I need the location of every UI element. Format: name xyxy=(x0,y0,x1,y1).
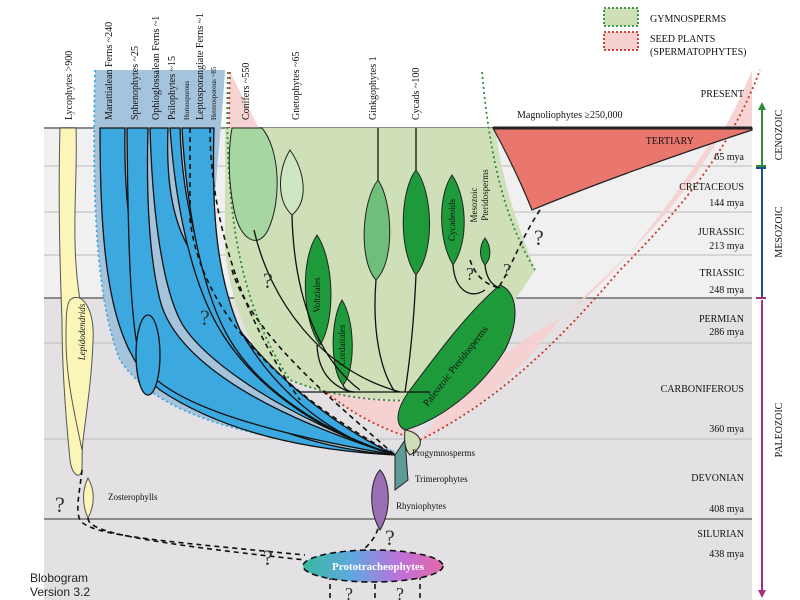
prototracheophytes-blob xyxy=(302,549,444,583)
voltziales-blob xyxy=(304,234,332,346)
lepidodendrids-blob xyxy=(65,297,94,451)
legend-seed-1: SEED PLANTS xyxy=(650,34,715,45)
question-mark: ? xyxy=(396,584,404,600)
legend: GYMNOSPERMS SEED PLANTS (SPERMATOPHYTES) xyxy=(603,7,747,58)
mya-144: 144 mya xyxy=(709,198,744,209)
question-mark: ? xyxy=(345,584,353,600)
period-carboniferous: CARBONIFEROUS xyxy=(661,384,744,395)
gymnosperm-border-left xyxy=(226,71,431,402)
uncertain-links xyxy=(77,127,541,600)
era-bars xyxy=(756,102,766,598)
label-cycads: Cycads ~100 xyxy=(411,68,422,120)
label-heterosporous: Heterosporous ~85 xyxy=(210,66,218,120)
period-triassic: TRIASSIC xyxy=(700,268,745,279)
period-silurian: SILURIAN xyxy=(697,529,744,540)
label-prototracheophytes: Prototracheophytes xyxy=(332,561,425,573)
gymnosperm-branches xyxy=(253,128,501,456)
label-progymnosperms: Progymnosperms xyxy=(412,448,475,458)
question-mark: ? xyxy=(200,305,210,330)
label-homosporous: Homosporous xyxy=(183,80,191,120)
magnoliophytes-blob xyxy=(491,127,753,211)
question-mark: ? xyxy=(503,260,511,280)
version-number: Version 3.2 xyxy=(30,585,90,599)
conifers-blob xyxy=(228,127,278,241)
label-voltziales: Voltziales xyxy=(312,277,322,313)
trimerophytes-blob xyxy=(394,438,409,492)
question-mark: ? xyxy=(466,264,474,284)
cenozoic-arrow xyxy=(758,102,766,110)
sphenophyte-bulge xyxy=(135,314,161,396)
era-labels: CENOZOIC MESOZOIC PALEOZOIC xyxy=(774,109,785,457)
mya-213: 213 mya xyxy=(709,241,744,252)
question-mark: ? xyxy=(55,492,65,517)
version-title: Blobogram xyxy=(30,571,88,585)
label-ginkgophytes: Ginkgophytes 1 xyxy=(368,56,379,120)
label-mesozoic-pterido-1: Mesozoic xyxy=(469,188,479,223)
period-labels: PRESENT TERTIARY 65 mya CRETACEOUS 144 m… xyxy=(646,89,745,560)
legend-gymnosperm-swatch xyxy=(603,7,639,27)
period-present: PRESENT xyxy=(701,89,744,100)
legend-seed-2: (SPERMATOPHYTES) xyxy=(650,47,747,58)
label-leptosporangiate: Leptosporangiate Ferns ~1 xyxy=(195,13,206,120)
question-mark: ? xyxy=(263,545,273,570)
label-sphenophytes: Sphenophytes ~25 xyxy=(130,46,141,120)
label-ophioglossalean: Ophioglossalean Ferns ~1 xyxy=(151,16,162,120)
question-mark: ? xyxy=(385,525,395,550)
question-mark: ? xyxy=(263,268,273,293)
legend-seed-swatch xyxy=(603,31,639,51)
label-trimerophytes: Trimerophytes xyxy=(415,474,468,484)
label-rhyniophytes: Rhyniophytes xyxy=(396,501,446,511)
label-gnetophytes: Gnetophytes ~65 xyxy=(291,52,302,120)
period-permian: PERMIAN xyxy=(699,314,744,325)
mya-408: 408 mya xyxy=(709,504,744,515)
paleozoic-arrow xyxy=(758,590,766,598)
seed-plant-border-right xyxy=(419,69,761,441)
label-magnoliophytes: Magnoliophytes ≥250,000 xyxy=(517,110,622,121)
period-devonian: DEVONIAN xyxy=(691,473,744,484)
mya-65: 65 mya xyxy=(714,152,744,163)
mya-438: 438 mya xyxy=(709,549,744,560)
era-paleozoic: PALEOZOIC xyxy=(774,402,785,457)
rhyniophytes-blob xyxy=(371,469,389,531)
label-psilophytes: Psilophytes ~15 xyxy=(167,56,178,120)
era-cenozoic: CENOZOIC xyxy=(774,109,785,160)
label-mesozoic-pterido-2: Pteridosperms xyxy=(480,169,490,221)
mya-286: 286 mya xyxy=(709,327,744,338)
gymnosperm-border-right xyxy=(481,71,536,271)
mya-360: 360 mya xyxy=(709,424,744,435)
question-mark: ? xyxy=(534,225,544,250)
label-lycophytes: Lycophytes >900 xyxy=(64,51,75,120)
label-cycadeoids: Cycadeoids xyxy=(447,199,457,241)
mya-248: 248 mya xyxy=(709,285,744,296)
period-jurassic: JURASSIC xyxy=(698,227,744,238)
label-cordaitales: Cordaitales xyxy=(337,324,347,365)
progymnosperms-blob xyxy=(404,429,421,456)
taxa-column-labels: Lycophytes >900 Marattialean Ferns ~240 … xyxy=(64,13,422,120)
period-tertiary: TERTIARY xyxy=(646,136,694,147)
label-lepidodendrids: Lepidodendrids xyxy=(77,303,87,361)
label-conifers: Conifers ~550 xyxy=(241,63,252,120)
legend-gymnosperms: GYMNOSPERMS xyxy=(650,14,726,25)
label-zosterophylls: Zosterophylls xyxy=(108,492,158,502)
question-marks: ? ? ? ? ? ? ? ? ? ? xyxy=(55,225,544,600)
label-marattialean: Marattialean Ferns ~240 xyxy=(104,22,115,120)
period-cretaceous: CRETACEOUS xyxy=(679,182,744,193)
era-mesozoic: MESOZOIC xyxy=(774,206,785,257)
